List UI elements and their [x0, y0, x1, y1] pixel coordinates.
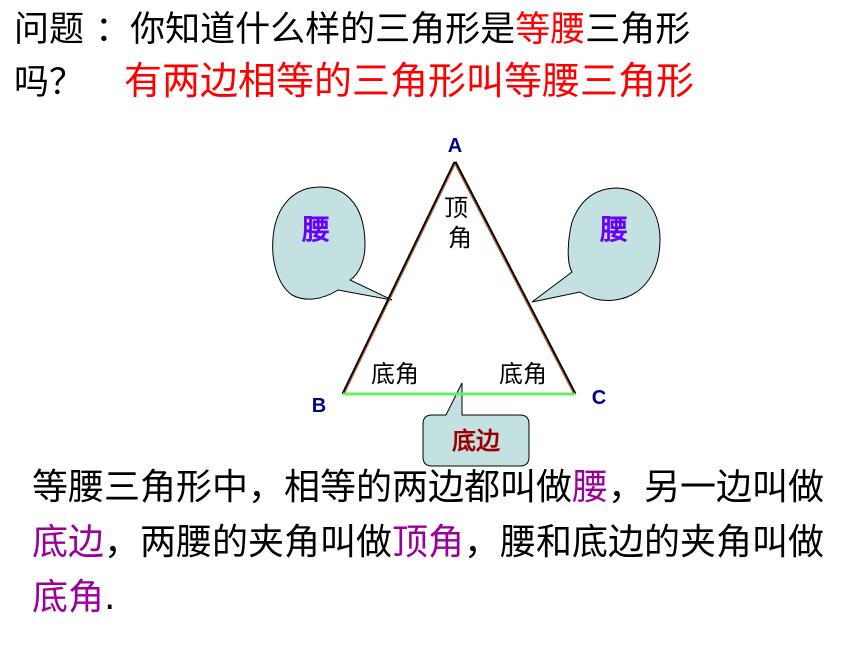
definition-text-3: ，两腰的夹角叫做	[104, 522, 393, 563]
triangle-side-ab	[341, 161, 457, 395]
term-base-angle: 底角	[32, 577, 105, 618]
question-text-after: 三角形	[585, 10, 691, 50]
base-callout-label: 底边	[452, 427, 501, 455]
term-base: 底边	[32, 522, 105, 563]
base-angle-right-label: 底角	[499, 360, 547, 388]
vertex-c-label: C	[592, 387, 606, 409]
vertex-a-label: A	[448, 135, 462, 157]
answer-line: 吗？ 有两边相等的三角形叫等腰三角形	[14, 58, 694, 106]
question-label: 问题	[14, 10, 85, 50]
vertex-b-label: B	[312, 395, 326, 417]
definition-text-4: ，腰和底边的夹角叫做	[464, 522, 825, 563]
answer-text: 有两边相等的三角形叫等腰三角形	[124, 59, 695, 103]
apex-angle-char-2: 角	[448, 224, 472, 252]
question-line2-prefix: 吗？	[14, 63, 85, 103]
leg-callout-right-label: 腰	[599, 213, 628, 246]
term-apex-angle: 顶角	[392, 522, 465, 563]
question-highlight: 等腰	[515, 10, 586, 50]
definition-text-5: .	[104, 577, 116, 618]
leg-callout-left-label: 腰	[301, 213, 330, 246]
triangle-side-ab-accent	[344, 163, 456, 393]
question-line: 问题 ：你知道什么样的三角形是等腰三角形	[14, 8, 690, 52]
definition-text-2: ，另一边叫做	[608, 467, 825, 508]
definition-paragraph: 等腰三角形中，相等的两边都叫做腰，另一边叫做底边，两腰的夹角叫做顶角，腰和底边的…	[32, 460, 832, 625]
right-leg-callout	[531, 187, 661, 303]
base-angle-left-label: 底角	[371, 360, 419, 388]
definition-text-1: 等腰三角形中，相等的两边都叫做	[32, 467, 573, 508]
left-leg-callout	[272, 186, 393, 301]
question-colon: ：	[95, 10, 131, 50]
triangle-side-ac-accent	[454, 163, 574, 393]
triangle-side-ac	[453, 161, 577, 395]
question-text-before: 你知道什么样的三角形是	[130, 10, 516, 50]
term-leg: 腰	[572, 467, 609, 508]
apex-angle-char-1: 顶	[444, 194, 468, 222]
base-callout	[422, 382, 530, 467]
apex-angle-label: 顶 角	[444, 194, 476, 252]
